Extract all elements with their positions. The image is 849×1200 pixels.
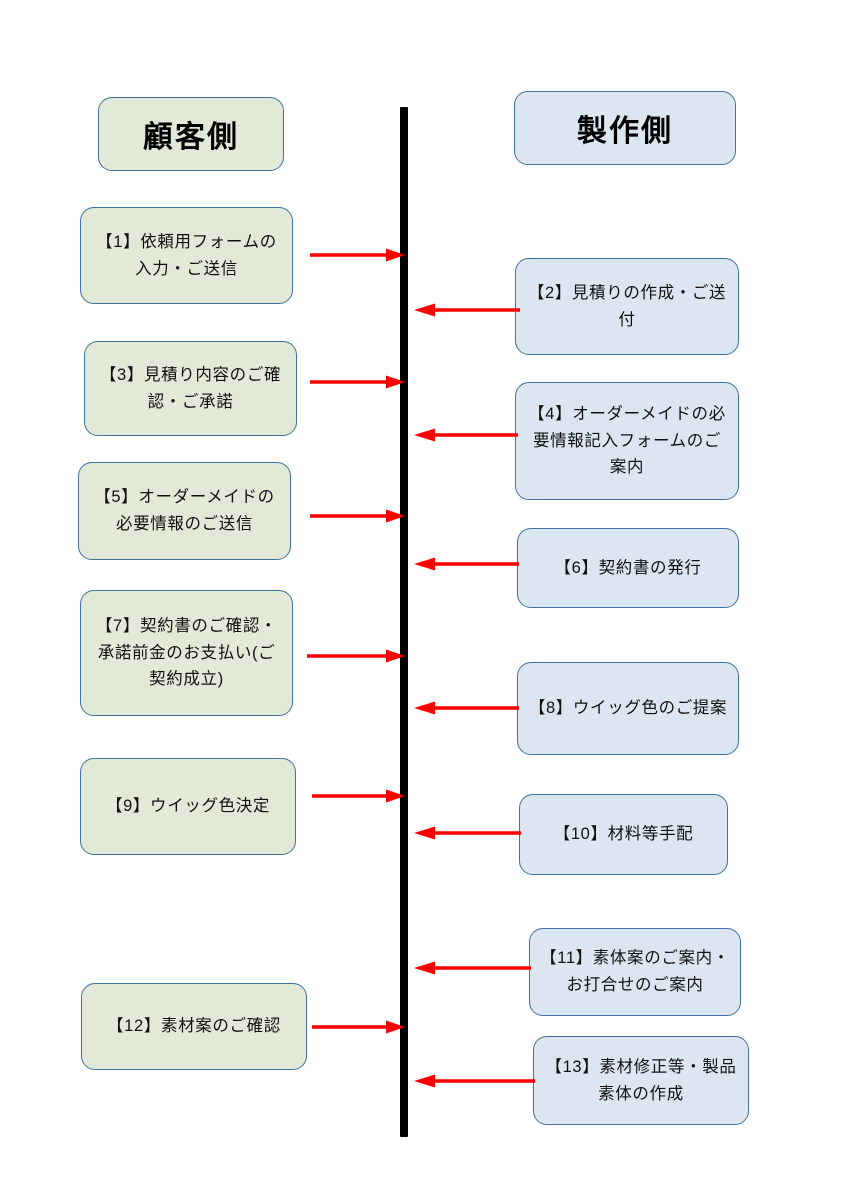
arrow-step-3-to-divider <box>310 375 405 389</box>
lane-header-customer-label: 顧客側 <box>142 121 240 154</box>
step-box-4[interactable]: 【4】オーダーメイドの必要情報記入フォームのご案内 <box>515 382 739 500</box>
step-11-label: 【11】素体案のご案内・お打合せのご案内 <box>540 949 730 994</box>
arrow-step-11-to-divider <box>414 961 531 975</box>
step-10-label: 【10】材料等手配 <box>553 825 694 844</box>
step-box-3[interactable]: 【3】見積り内容のご確認・ご承諾 <box>84 341 297 436</box>
arrow-step-8-to-divider <box>414 701 519 715</box>
step-4-label: 【4】オーダーメイドの必要情報記入フォームのご案内 <box>528 404 726 477</box>
step-3-label: 【3】見積り内容のご確認・ご承諾 <box>99 365 282 411</box>
step-box-6[interactable]: 【6】契約書の発行 <box>517 528 739 608</box>
arrow-step-10-to-divider <box>414 826 521 840</box>
step-9-label: 【9】ウイッグ色決定 <box>105 797 271 816</box>
arrow-step-12-to-divider <box>312 1020 405 1034</box>
step-1-label: 【1】依頼用フォームの入力・ご送信 <box>96 232 277 278</box>
step-12-label: 【12】素材案のご確認 <box>107 1017 281 1036</box>
lane-header-customer: 顧客側 <box>98 97 284 171</box>
step-box-5[interactable]: 【5】オーダーメイドの必要情報のご送信 <box>78 462 291 560</box>
step-box-7[interactable]: 【7】契約書のご確認・承諾前金のお支払い(ご契約成立) <box>80 590 293 716</box>
step-box-10[interactable]: 【10】材料等手配 <box>519 794 728 875</box>
arrow-step-1-to-divider <box>310 248 405 262</box>
step-7-label: 【7】契約書のご確認・承諾前金のお支払い(ご契約成立) <box>95 616 278 689</box>
arrow-step-2-to-divider <box>414 303 520 317</box>
arrow-step-13-to-divider <box>414 1074 535 1088</box>
step-box-2[interactable]: 【2】見積りの作成・ご送付 <box>515 258 739 355</box>
arrow-step-6-to-divider <box>414 557 519 571</box>
step-box-8[interactable]: 【8】ウイッグ色のご提案 <box>517 662 739 755</box>
step-2-label: 【2】見積りの作成・ご送付 <box>527 283 727 329</box>
arrow-step-4-to-divider <box>414 428 518 442</box>
step-box-12[interactable]: 【12】素材案のご確認 <box>81 983 307 1070</box>
arrow-step-5-to-divider <box>310 509 405 523</box>
step-6-label: 【6】契約書の発行 <box>554 558 702 577</box>
step-box-9[interactable]: 【9】ウイッグ色決定 <box>80 758 296 855</box>
lane-divider <box>400 107 408 1137</box>
step-5-label: 【5】オーダーメイドの必要情報のご送信 <box>94 488 275 533</box>
step-box-11[interactable]: 【11】素体案のご案内・お打合せのご案内 <box>529 928 741 1016</box>
step-13-label: 【13】素材修正等・製品素体の作成 <box>545 1057 737 1103</box>
step-box-1[interactable]: 【1】依頼用フォームの入力・ご送信 <box>80 207 293 304</box>
step-box-13[interactable]: 【13】素材修正等・製品素体の作成 <box>533 1036 749 1125</box>
step-8-label: 【8】ウイッグ色のご提案 <box>528 699 728 718</box>
lane-header-maker: 製作側 <box>514 91 736 165</box>
arrow-step-7-to-divider <box>307 649 405 663</box>
arrow-step-9-to-divider <box>312 789 405 803</box>
lane-header-maker-label: 製作側 <box>576 115 674 148</box>
